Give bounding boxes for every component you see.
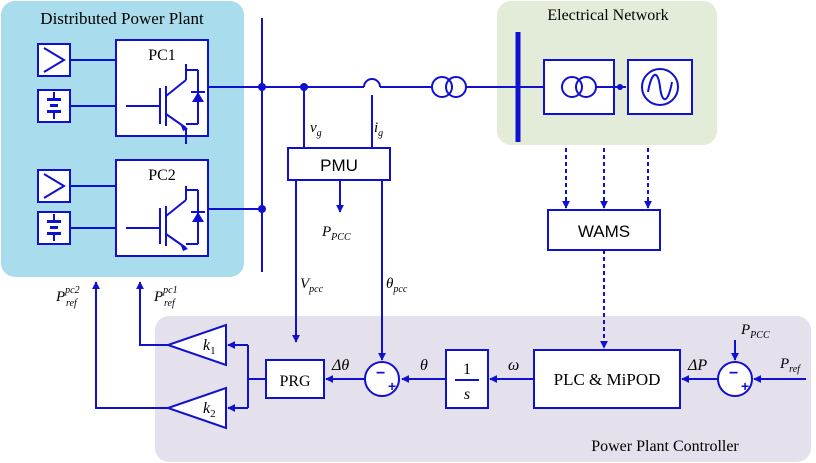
plc-label: PLC & MiPOD xyxy=(554,370,661,389)
pc1-label: PC1 xyxy=(148,47,176,64)
transformer-icon-1 xyxy=(431,76,453,98)
prg-label: PRG xyxy=(279,373,311,390)
p-ref-pc2-label: Ppc2 xyxy=(55,285,80,305)
delta-p-label: ΔP xyxy=(687,357,707,374)
gain-k2-block xyxy=(164,386,227,430)
omega-label: ω xyxy=(508,357,519,374)
p-ref-pc1-label: Ppc1 xyxy=(153,285,178,305)
ac-source-icon xyxy=(641,68,679,106)
vg-label: vg xyxy=(310,120,322,139)
pc2-label: PC2 xyxy=(148,167,176,184)
ig-label: ig xyxy=(374,120,383,139)
k2-label: k2 xyxy=(203,400,216,420)
pc1-converter-box xyxy=(115,39,209,137)
plc-mipod-box xyxy=(533,349,681,409)
theta-label: θ xyxy=(420,357,428,374)
p-ref-label: Pref xyxy=(779,356,801,375)
sum2-minus-sign: − xyxy=(729,365,738,382)
k1-label: k1 xyxy=(203,337,216,357)
wams-label: WAMS xyxy=(578,222,630,241)
pmu-label: PMU xyxy=(320,156,358,175)
transformer-icon-2 xyxy=(561,76,583,98)
sum1-minus-sign: − xyxy=(376,365,385,382)
controller-title: Power Plant Controller xyxy=(591,438,739,455)
network-title: Electrical Network xyxy=(547,7,668,24)
sum1-plus-sign: + xyxy=(388,378,396,394)
igbt-icon-2 xyxy=(126,186,199,249)
gain-k1-block xyxy=(164,323,227,367)
v-pcc-label: Vpcc xyxy=(300,276,324,295)
delta-theta-label: Δθ xyxy=(331,357,349,374)
p-ref-pc2-sub: ref xyxy=(66,298,78,309)
theta-pcc-label: θpcc xyxy=(386,276,408,295)
plant-title: Distributed Power Plant xyxy=(40,9,204,28)
integrator-denominator: s xyxy=(464,386,470,403)
pc2-converter-box xyxy=(115,159,209,257)
p-pcc-input-label: PPCC xyxy=(740,322,770,341)
p-ref-pc1-sub: ref xyxy=(164,298,176,309)
p-pcc-output-label: PPCC xyxy=(321,224,351,243)
integrator-numerator: 1 xyxy=(463,361,471,378)
sum2-plus-sign: + xyxy=(741,378,749,394)
